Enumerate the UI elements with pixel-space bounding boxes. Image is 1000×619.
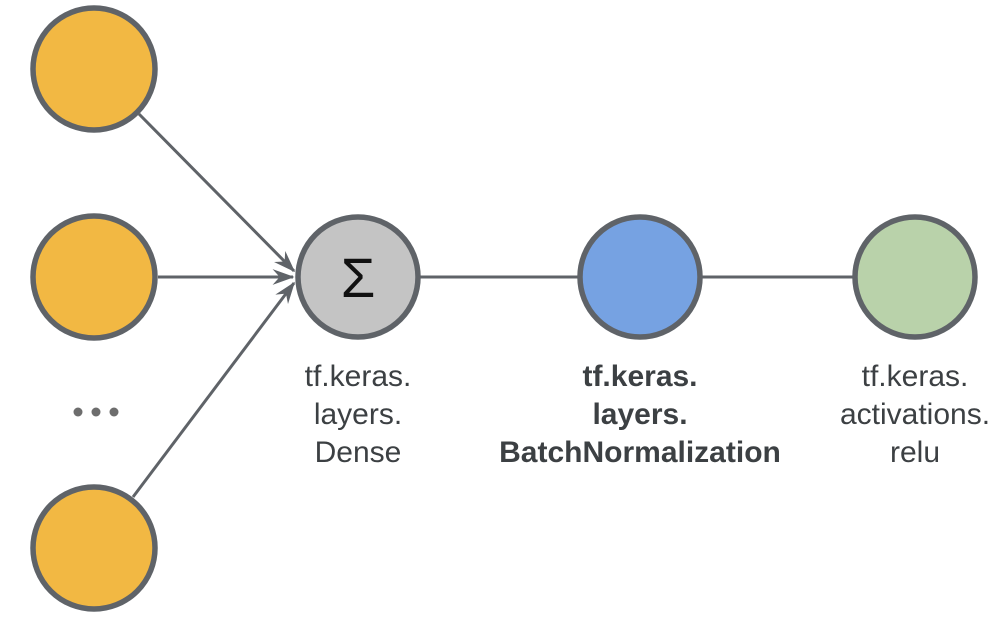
relu-node [852, 214, 978, 340]
edge-input3-to-dense [131, 281, 296, 498]
input-node-3 [30, 484, 158, 612]
input-node-2 [30, 213, 158, 341]
input-node-1 [30, 5, 158, 133]
dense-label-line: Dense [314, 436, 402, 469]
relu-label-line: activations. [839, 398, 991, 431]
batchnorm-node [577, 214, 703, 340]
ellipsis-dots [73, 407, 119, 417]
dense-label-line: tf.keras. [304, 360, 412, 393]
ellipsis-dot [109, 407, 119, 417]
sum-symbol: Σ [340, 245, 376, 309]
dense-label-line: layers. [313, 398, 403, 431]
ellipsis-dot [91, 407, 101, 417]
dense-node [295, 214, 421, 340]
dense-label: tf.keras. layers. Dense [238, 358, 478, 472]
relu-label: tf.keras. activations. relu [810, 358, 1000, 472]
batchnorm-label-line: tf.keras. [582, 360, 698, 393]
input-nodes [30, 5, 158, 612]
batchnorm-label: tf.keras. layers. BatchNormalization [470, 358, 810, 472]
edges [131, 112, 854, 498]
batchnorm-label-line: layers. [592, 398, 688, 431]
relu-label-line: tf.keras. [861, 360, 969, 393]
batchnorm-label-line: BatchNormalization [499, 436, 781, 469]
ellipsis-dot [73, 407, 83, 417]
relu-label-line: relu [889, 436, 941, 469]
edge-input1-to-dense [137, 112, 296, 273]
